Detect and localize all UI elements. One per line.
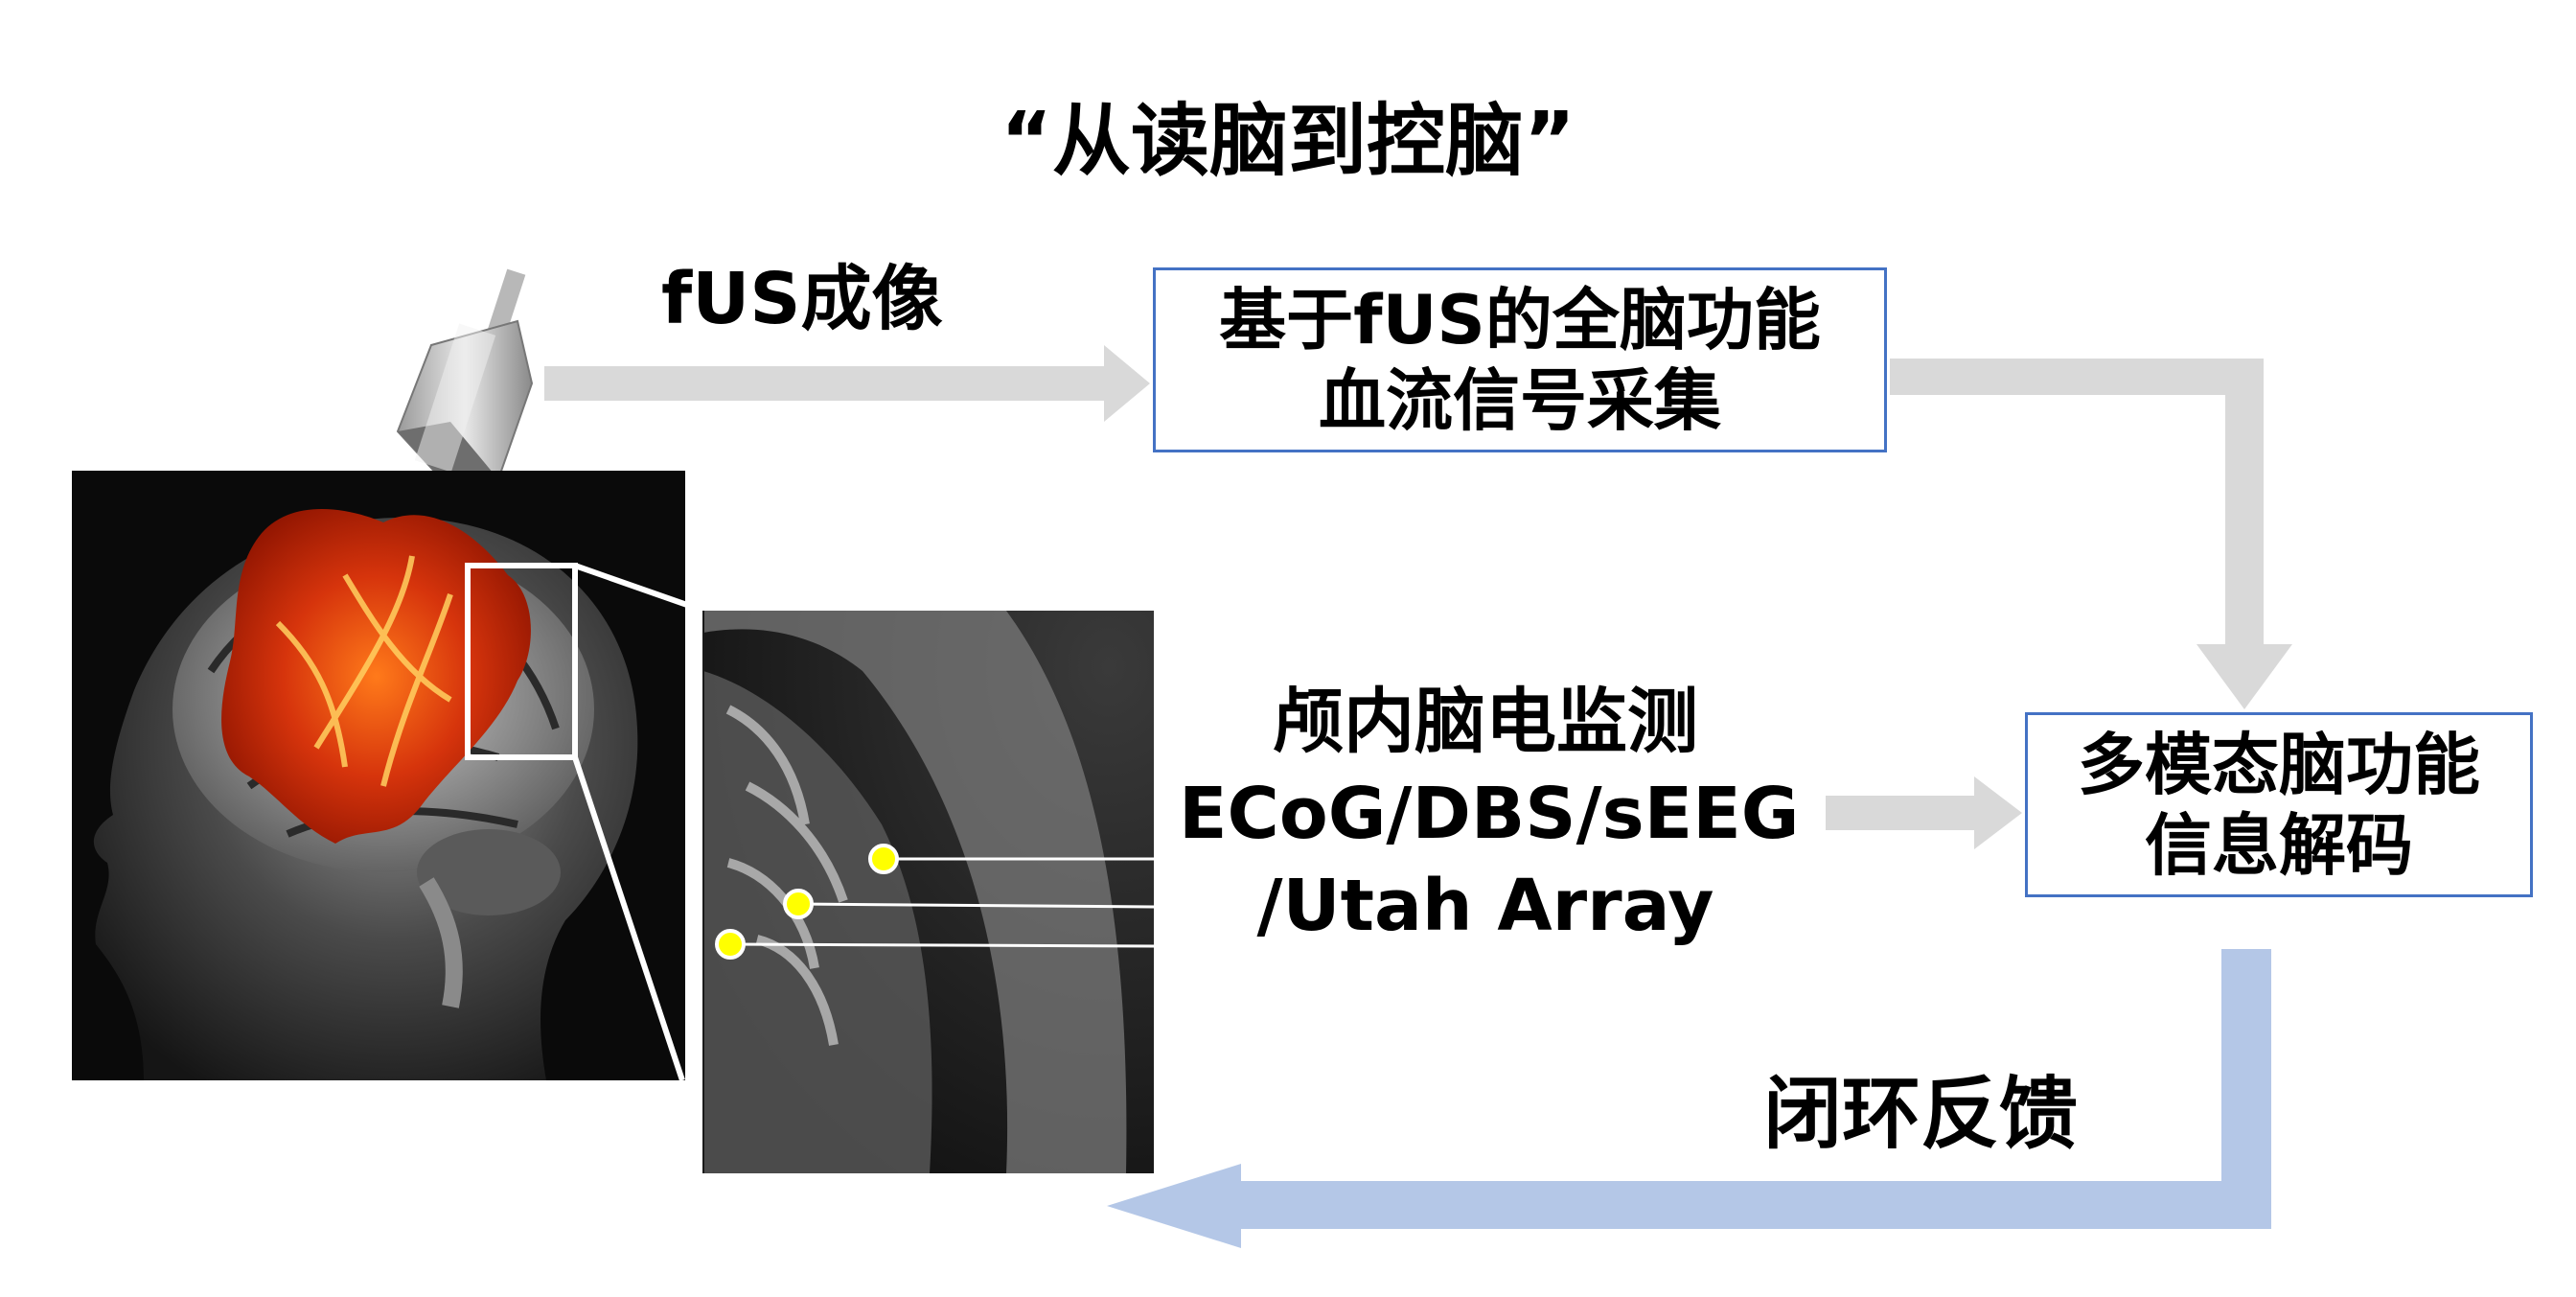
electrode-icon (868, 844, 899, 874)
ecog-line3: /Utah Array (1256, 865, 1714, 948)
arrow-fus-to-box (544, 345, 1150, 422)
fus-box-line2: 血流信号采集 (1319, 360, 1721, 440)
fus-overlay (221, 509, 531, 844)
multimodal-decode-box: 多模态脑功能 信息解码 (2025, 712, 2533, 897)
electrode-icon (783, 889, 814, 919)
brain-head-image (72, 471, 685, 1080)
electrode-icon (715, 929, 746, 960)
fus-acquisition-box: 基于fUS的全脑功能 血流信号采集 (1153, 267, 1887, 452)
decode-box-line2: 信息解码 (2145, 805, 2413, 885)
closed-loop-label: 闭环反馈 (1763, 1069, 2079, 1160)
ecog-label: 颅内脑电监测 ECoG/DBS/sEEG /Utah Array (1179, 676, 1800, 953)
ecog-line1: 颅内脑电监测 (1273, 681, 1698, 763)
decode-box-line1: 多模态脑功能 (2078, 725, 2480, 804)
fus-imaging-label: fUS成像 (661, 258, 943, 340)
ultrasound-probe-icon (396, 268, 534, 491)
ecog-line2: ECoG/DBS/sEEG (1179, 773, 1800, 856)
arrow-closed-loop (1107, 949, 2271, 1248)
electrodes (715, 844, 1155, 960)
zoom-line-top (574, 563, 704, 614)
arrow-box-to-decode (1890, 359, 2292, 709)
brain-zoom-image (702, 611, 1154, 1173)
fus-box-line1: 基于fUS的全脑功能 (1219, 280, 1821, 359)
page-title: “从读脑到控脑” (1000, 96, 1576, 187)
zoom-line-bottom (572, 756, 685, 1081)
arrow-ecog-to-decode (1826, 776, 2022, 849)
